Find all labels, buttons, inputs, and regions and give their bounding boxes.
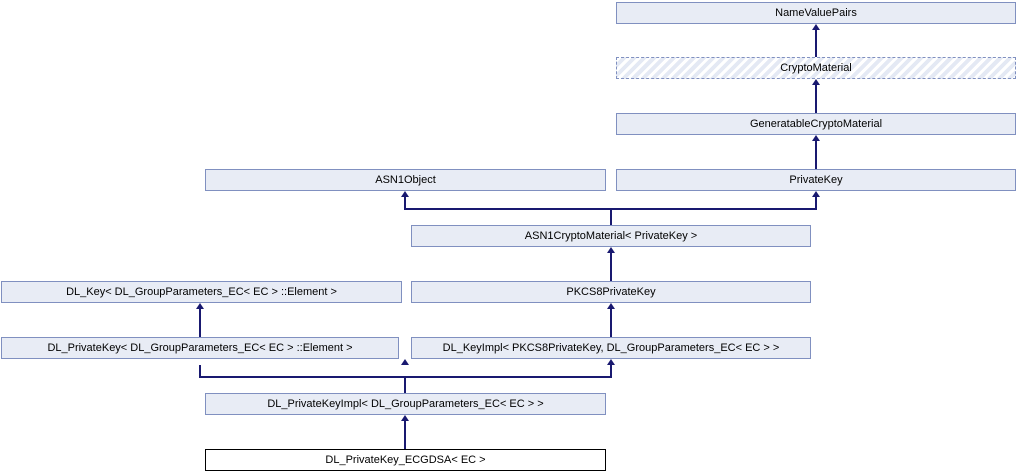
inheritance-edge bbox=[199, 365, 201, 377]
arrowhead-up-icon bbox=[812, 191, 820, 197]
arrowhead-up-icon bbox=[607, 359, 615, 365]
inheritance-edge bbox=[815, 197, 817, 209]
inheritance-edge bbox=[404, 421, 406, 449]
class-node-dl-privatekey[interactable]: DL_PrivateKey< DL_GroupParameters_EC< EC… bbox=[1, 337, 399, 359]
class-node-dl-privatekey-ecgdsa: DL_PrivateKey_ECGDSA< EC > bbox=[205, 449, 606, 471]
arrowhead-up-icon bbox=[812, 79, 820, 85]
inheritance-edge bbox=[610, 365, 612, 377]
class-node-dl-key[interactable]: DL_Key< DL_GroupParameters_EC< EC > ::El… bbox=[1, 281, 402, 303]
inheritance-edge bbox=[199, 309, 201, 337]
class-node-namevaluepairs[interactable]: NameValuePairs bbox=[616, 2, 1016, 24]
inheritance-edge bbox=[815, 30, 817, 57]
class-node-dl-keyimpl[interactable]: DL_KeyImpl< PKCS8PrivateKey, DL_GroupPar… bbox=[411, 337, 811, 359]
arrowhead-up-icon bbox=[607, 303, 615, 309]
class-node-generatablecryptomaterial[interactable]: GeneratableCryptoMaterial bbox=[616, 113, 1016, 135]
inheritance-edge bbox=[815, 141, 817, 169]
class-node-asn1object[interactable]: ASN1Object bbox=[205, 169, 606, 191]
inheritance-edge bbox=[610, 253, 612, 281]
arrowhead-up-icon bbox=[401, 359, 409, 365]
inheritance-edge bbox=[404, 197, 406, 209]
arrowhead-up-icon bbox=[812, 24, 820, 30]
inheritance-edge bbox=[610, 309, 612, 337]
class-node-cryptomaterial[interactable]: CryptoMaterial bbox=[616, 57, 1016, 79]
class-node-dl-privatekeyimpl[interactable]: DL_PrivateKeyImpl< DL_GroupParameters_EC… bbox=[205, 393, 606, 415]
class-node-privatekey[interactable]: PrivateKey bbox=[616, 169, 1016, 191]
class-node-asn1cryptomaterial[interactable]: ASN1CryptoMaterial< PrivateKey > bbox=[411, 225, 811, 247]
arrowhead-up-icon bbox=[401, 415, 409, 421]
arrowhead-up-icon bbox=[607, 247, 615, 253]
inheritance-edge bbox=[404, 377, 406, 393]
arrowhead-up-icon bbox=[401, 191, 409, 197]
arrowhead-up-icon bbox=[812, 135, 820, 141]
class-node-pkcs8privatekey[interactable]: PKCS8PrivateKey bbox=[411, 281, 811, 303]
inheritance-edge bbox=[815, 85, 817, 113]
arrowhead-up-icon bbox=[196, 303, 204, 309]
inheritance-edge bbox=[610, 209, 612, 225]
